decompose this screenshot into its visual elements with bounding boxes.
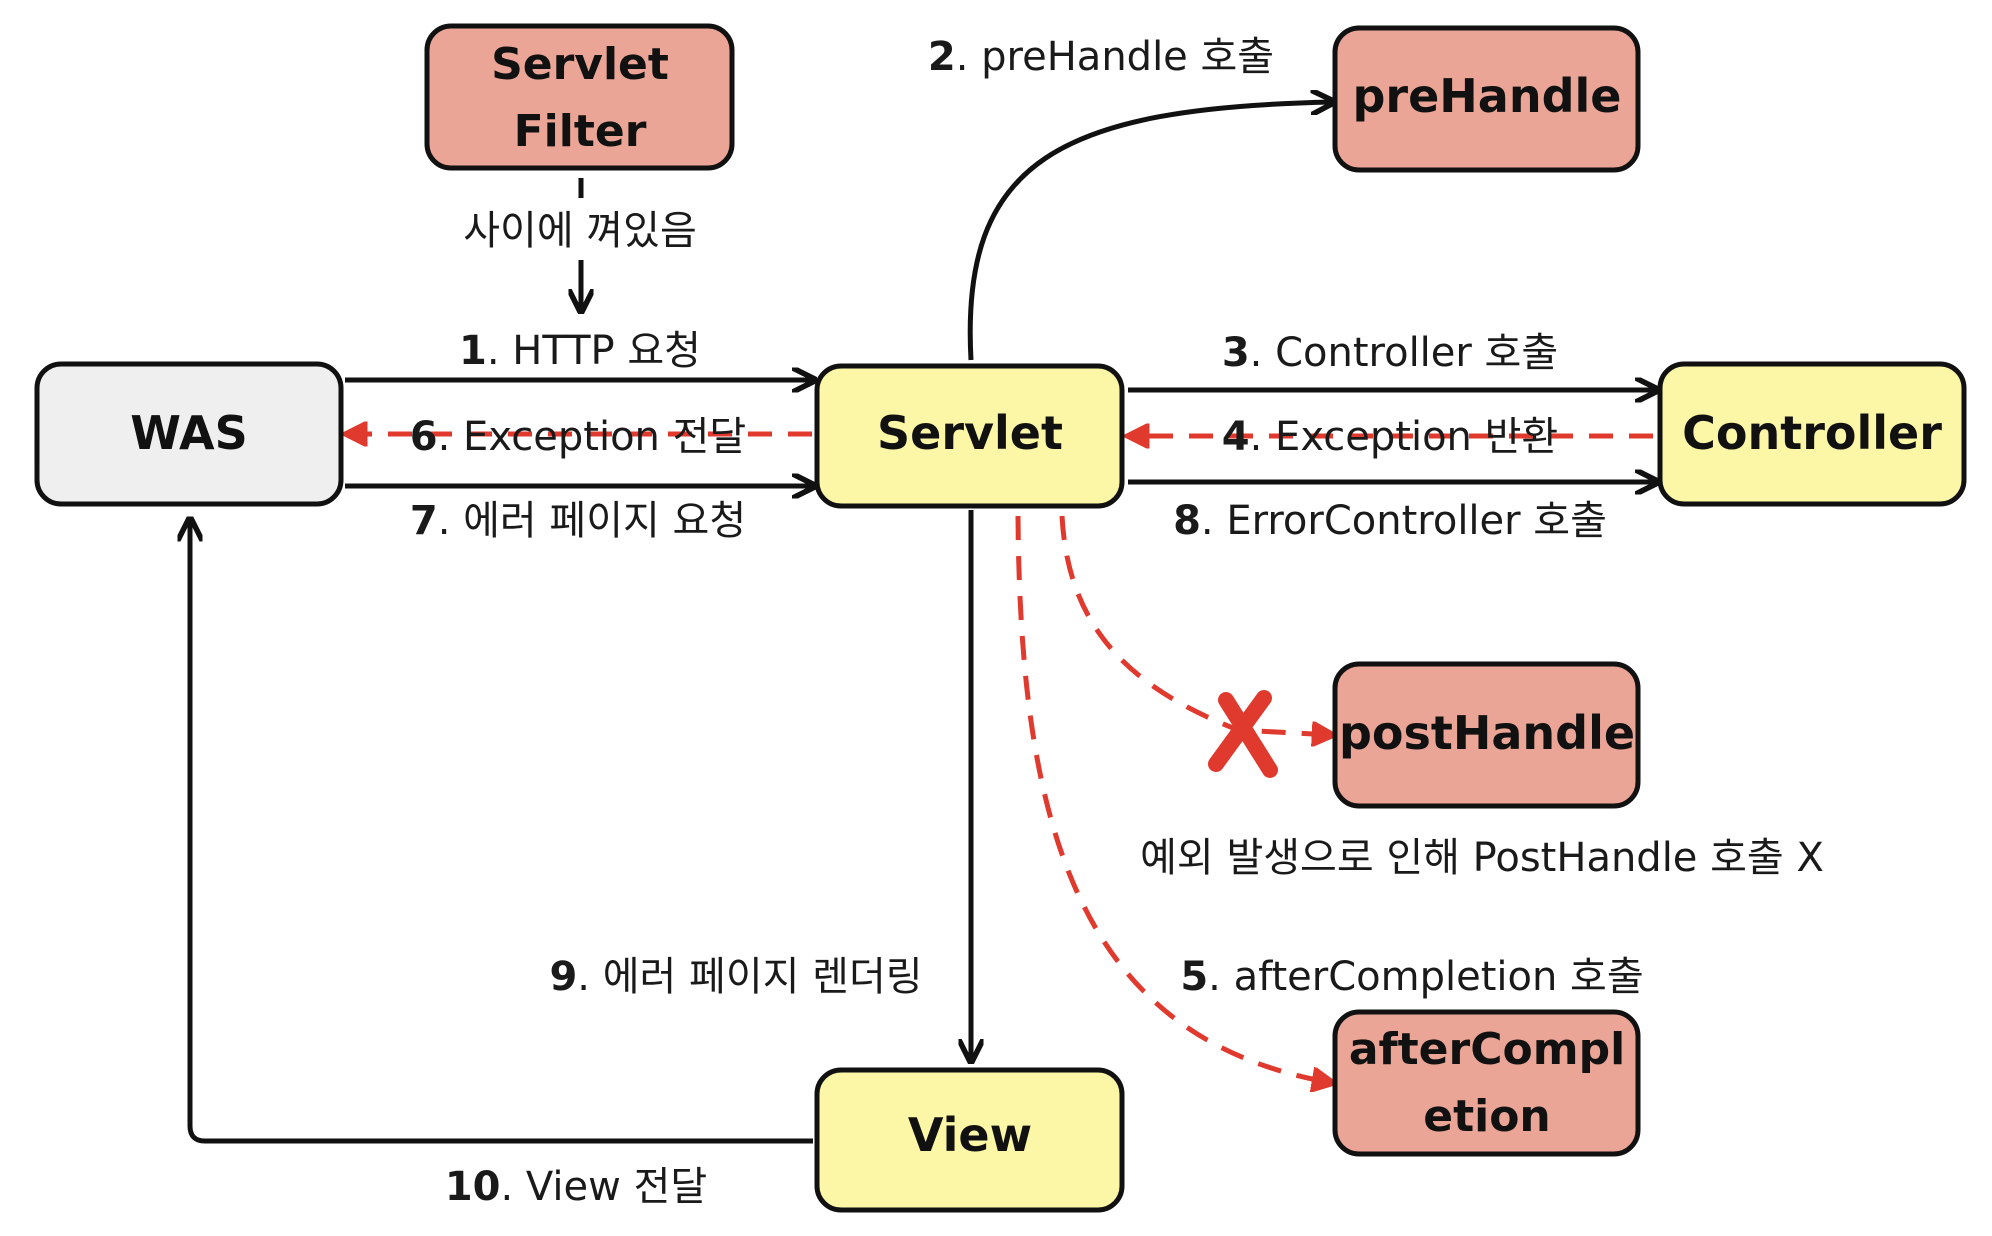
servlet-filter-node[interactable]	[424, 23, 735, 171]
step5-label: 5. afterCompletion 호출	[1180, 954, 1643, 1000]
blocked-x-icon	[1208, 690, 1278, 778]
step2-label: 2. preHandle 호출	[928, 34, 1274, 80]
step10-label: 10. View 전달	[445, 1164, 707, 1210]
servlet-node[interactable]	[814, 363, 1125, 509]
was-node-label: WAS	[130, 406, 247, 460]
step1-label: 1. HTTP 요청	[459, 328, 701, 374]
step7-label: 7. 에러 페이지 요청	[410, 498, 746, 544]
arrow-view-to-was	[190, 520, 813, 1144]
servlet-filter-label-line1: Servlet	[491, 39, 669, 90]
step8-label: 8. ErrorController 호출	[1173, 498, 1607, 544]
prehandle-node[interactable]	[1332, 25, 1641, 173]
posthandle-node[interactable]	[1332, 661, 1641, 809]
posthandle-node-label: postHandle	[1339, 706, 1635, 760]
servlet-node-label: Servlet	[877, 406, 1063, 460]
controller-node[interactable]	[1657, 361, 1967, 507]
view-node-label: View	[908, 1108, 1032, 1162]
aftercompletion-node[interactable]	[1332, 1009, 1641, 1157]
step6-label: 6. Exception 전달	[410, 414, 746, 460]
prehandle-node-label: preHandle	[1353, 69, 1622, 123]
arrow-prehandle-call	[967, 102, 1332, 361]
aftercompletion-label-line1: afterCompl	[1349, 1024, 1625, 1075]
was-node[interactable]	[34, 361, 344, 507]
filter-note: 사이에 껴있음	[463, 208, 697, 254]
servlet-filter-label-line2: Filter	[514, 106, 647, 157]
view-node[interactable]	[814, 1067, 1125, 1213]
step3-label: 3. Controller 호출	[1222, 330, 1558, 376]
posthandle-note: 예외 발생으로 인해 PostHandle 호출 X	[1140, 835, 1824, 881]
arrow-aftercompletion-call	[1015, 515, 1333, 1083]
arrow-posthandle-skipped	[1059, 515, 1333, 735]
step9-label: 9. 에러 페이지 렌더링	[549, 954, 922, 1000]
step4-label: 4. Exception 반환	[1222, 414, 1558, 460]
aftercompletion-label-line2: etion	[1423, 1091, 1551, 1142]
controller-node-label: Controller	[1682, 406, 1942, 460]
